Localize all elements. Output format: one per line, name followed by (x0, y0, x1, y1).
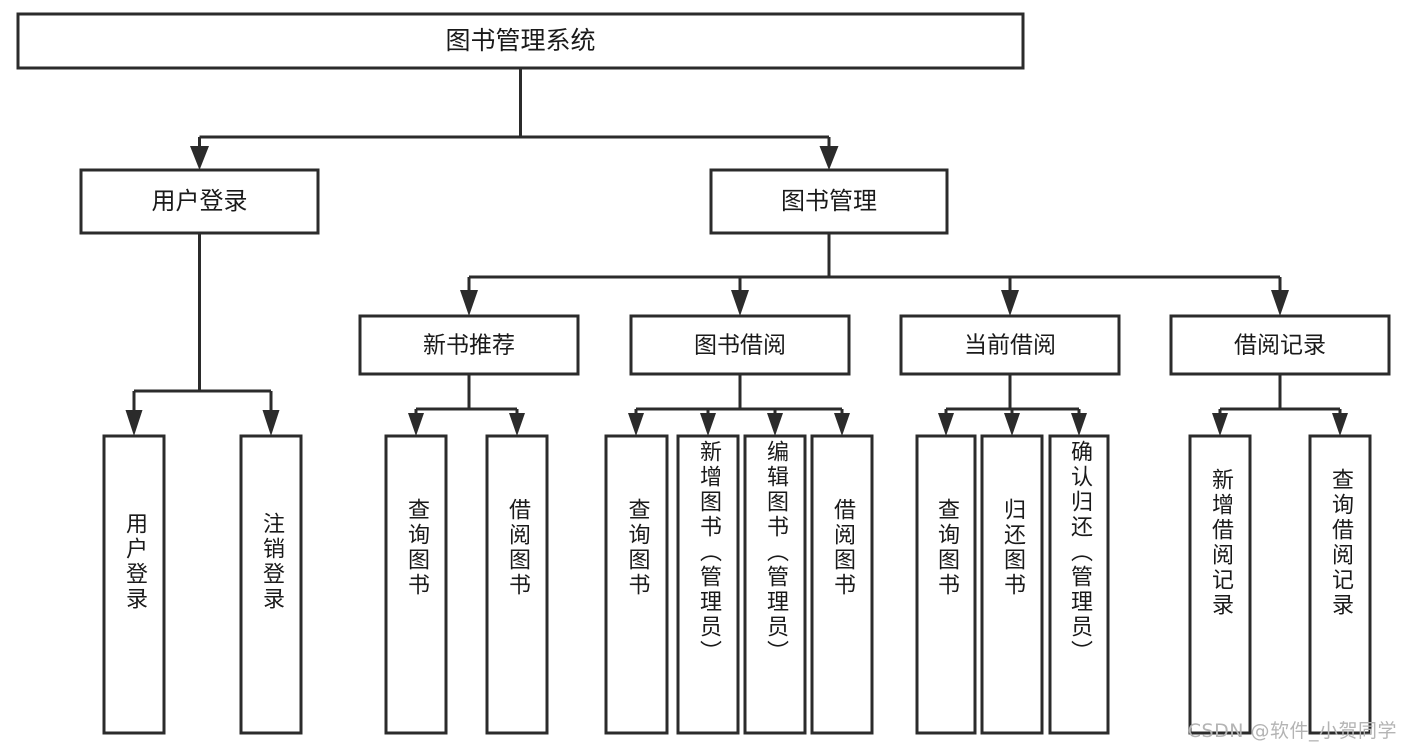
arrow-to-leaf-logout (262, 410, 280, 436)
arrow-to-current-borrow (1001, 290, 1019, 316)
arrow-to-leaf-add-book (700, 413, 716, 436)
node-borrow-record-box[interactable] (1169, 314, 1391, 376)
node-new-book-recommend-label: 新书推荐 (423, 333, 515, 359)
node-book-borrow[interactable]: 图书借阅 (629, 314, 851, 376)
leaf-box-logout[interactable] (239, 434, 303, 735)
leaf-box-query-record[interactable] (1308, 434, 1372, 735)
node-new-book-recommend-box[interactable] (358, 314, 580, 376)
leaf-boxes-layer (102, 434, 1372, 735)
node-user-login-label: 用户登录 (152, 187, 248, 215)
node-new-book-recommend[interactable]: 新书推荐 (358, 314, 580, 376)
node-book-management[interactable]: 图书管理 (709, 168, 949, 235)
edge-bookborrow-stem (636, 374, 842, 411)
arrow-to-leaf-user-login (125, 410, 143, 436)
arrow-to-new-book-rec (460, 290, 478, 316)
arrow-to-user-login (190, 146, 209, 170)
leaf-box-add-book[interactable] (676, 434, 740, 735)
leaf-box-add-record[interactable] (1188, 434, 1252, 735)
arrow-to-leaf-query-book-c (938, 413, 954, 436)
arrow-to-book-manage (819, 146, 839, 170)
csdn-watermark: CSDN @软件_小贺同学 (1187, 720, 1397, 742)
arrow-to-leaf-edit-book (767, 413, 783, 436)
node-user-login-box[interactable] (79, 168, 320, 235)
arrow-to-leaf-add-record (1212, 413, 1228, 436)
node-root-box[interactable] (16, 12, 1025, 70)
arrow-to-book-borrow (731, 290, 749, 316)
leaf-box-query-book-a[interactable] (384, 434, 448, 735)
node-borrow-record[interactable]: 借阅记录 (1169, 314, 1391, 376)
leaf-box-return-book[interactable] (980, 434, 1044, 735)
node-book-borrow-box[interactable] (629, 314, 851, 376)
node-current-borrow-box[interactable] (899, 314, 1121, 376)
edge-userlogin-stem (134, 233, 271, 393)
arrow-to-leaf-query-record (1332, 413, 1348, 436)
node-book-borrow-label: 图书借阅 (694, 333, 786, 359)
arrow-to-leaf-borrow-book-a (509, 413, 525, 436)
edges-layer (125, 68, 1348, 436)
edge-currentborrow-stem (946, 374, 1079, 411)
edge-bookmanage-stem (469, 233, 1280, 279)
node-current-borrow-label: 当前借阅 (964, 333, 1056, 359)
arrow-to-leaf-query-book-b (628, 413, 644, 436)
arrow-to-leaf-query-book-a (408, 413, 424, 436)
node-current-borrow[interactable]: 当前借阅 (899, 314, 1121, 376)
arrow-to-leaf-borrow-book-b (834, 413, 850, 436)
leaf-box-query-book-b[interactable] (604, 434, 669, 735)
edge-borrowrecord-stem (1220, 374, 1340, 411)
arrow-to-leaf-confirm-return (1071, 413, 1087, 436)
leaf-box-query-book-c[interactable] (915, 434, 977, 735)
node-root-label: 图书管理系统 (445, 26, 595, 55)
node-book-management-box[interactable] (709, 168, 949, 235)
node-root[interactable]: 图书管理系统 (16, 12, 1025, 70)
leaf-box-edit-book[interactable] (743, 434, 807, 735)
leaf-box-confirm-return[interactable] (1048, 434, 1110, 735)
arrow-to-leaf-return-book (1004, 413, 1020, 436)
edge-newbook-stem (416, 374, 517, 411)
node-borrow-record-label: 借阅记录 (1234, 333, 1326, 359)
arrow-to-borrow-record (1271, 290, 1289, 316)
leaf-box-borrow-book-b[interactable] (810, 434, 874, 735)
node-book-management-label: 图书管理 (781, 187, 877, 215)
leaf-box-borrow-book-a[interactable] (485, 434, 549, 735)
node-user-login[interactable]: 用户登录 (79, 168, 320, 235)
edge-root-to-bus (199, 68, 829, 139)
leaf-box-user-login[interactable] (102, 434, 166, 735)
